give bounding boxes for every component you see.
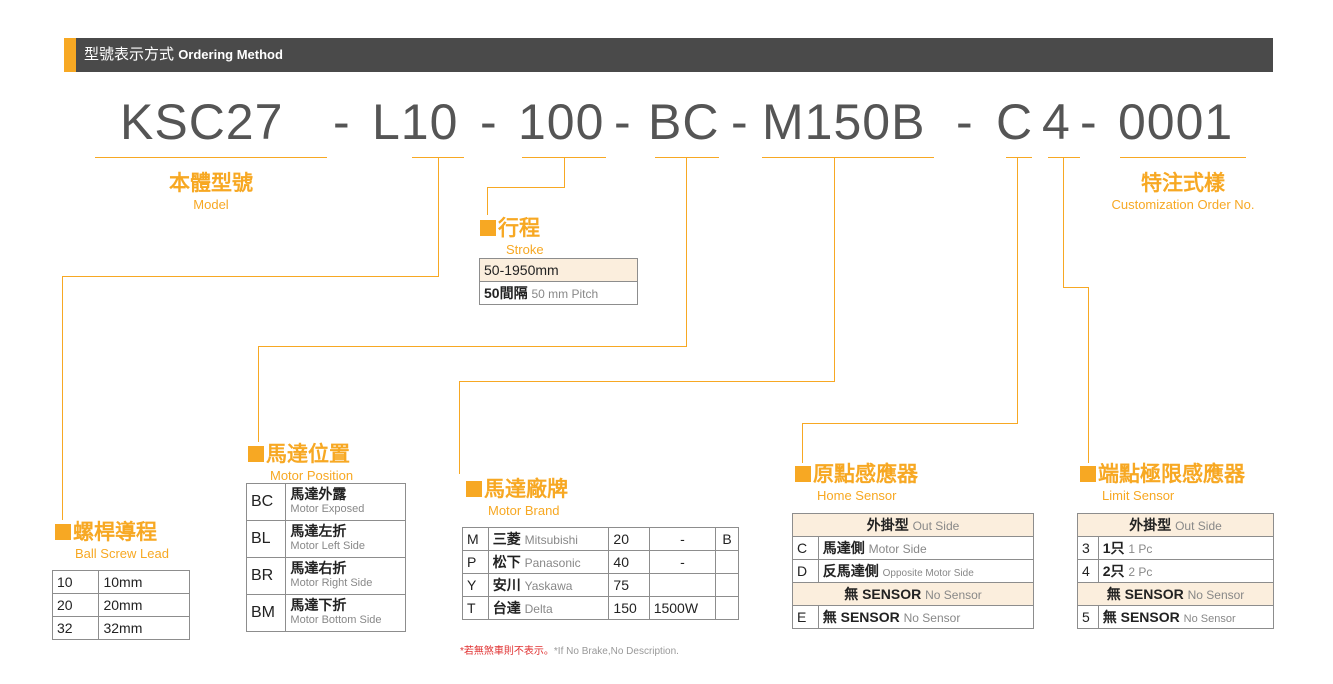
line-lead-v	[438, 157, 439, 277]
brand-label: 馬達廠牌 Motor Brand	[466, 473, 568, 518]
square-marker-icon	[1080, 466, 1096, 482]
brand-note: *若無煞車則不表示。*If No Brake,No Description.	[460, 646, 679, 657]
line-lead-v2	[62, 276, 63, 520]
code-lead: L10	[372, 94, 459, 150]
code-home-sensor: C	[996, 94, 1034, 150]
model-label: 本體型號 Model	[95, 167, 327, 212]
line-brand-v	[834, 157, 835, 382]
underline-model	[95, 157, 327, 158]
line-limit-h	[1063, 287, 1089, 288]
position-title-zh: 馬達位置	[266, 443, 350, 466]
code-custom: 0001	[1118, 94, 1234, 150]
limit-title-zh: 端點極限感應器	[1098, 463, 1245, 486]
square-marker-icon	[480, 220, 496, 236]
line-position-v	[686, 157, 687, 347]
underline-custom	[1120, 157, 1246, 158]
code-limit-sensor: 4	[1042, 94, 1071, 150]
lead-title-zh: 螺桿導程	[73, 521, 157, 544]
line-home-v	[1017, 157, 1018, 424]
limit-label: 端點極限感應器 Limit Sensor	[1080, 458, 1245, 503]
square-marker-icon	[466, 481, 482, 497]
stroke-cell-pitch: 50間隔 50 mm Pitch	[479, 281, 638, 305]
header-title-zh: 型號表示方式	[84, 46, 175, 63]
square-marker-icon	[248, 446, 264, 462]
code-model: KSC27	[120, 94, 284, 150]
header-title: 型號表示方式 Ordering Method	[84, 38, 283, 72]
line-brand-h	[459, 381, 835, 382]
square-marker-icon	[795, 466, 811, 482]
stroke-label: 行程 Stroke	[480, 212, 544, 257]
square-marker-icon	[55, 524, 71, 540]
code-sep-6: -	[1080, 94, 1098, 150]
header-bar	[64, 38, 1273, 72]
line-stroke-h	[487, 187, 565, 188]
custom-title-en: Customization Order No.	[1111, 197, 1255, 212]
position-label: 馬達位置 Motor Position	[248, 438, 353, 483]
header-accent	[64, 38, 76, 72]
lead-label: 螺桿導程 Ball Screw Lead	[55, 516, 169, 561]
line-position-h	[258, 346, 687, 347]
underline-position	[655, 157, 719, 158]
code-sep-5: -	[956, 94, 974, 150]
brand-title-en: Motor Brand	[488, 503, 560, 518]
code-sep-2: -	[480, 94, 498, 150]
stroke-title-en: Stroke	[506, 242, 544, 257]
line-stroke-v	[564, 157, 565, 187]
code-motor: M150B	[762, 94, 926, 150]
lead-title-en: Ball Screw Lead	[75, 546, 169, 561]
line-lead-h	[62, 276, 439, 277]
underline-home	[1006, 157, 1032, 158]
line-home-v2	[802, 423, 803, 463]
underline-limit	[1048, 157, 1080, 158]
model-title-zh: 本體型號	[169, 172, 253, 195]
home-title-en: Home Sensor	[817, 488, 897, 503]
stroke-table: 50-1950mm 50間隔 50 mm Pitch	[479, 258, 638, 305]
home-title-zh: 原點感應器	[813, 463, 918, 486]
stroke-title-zh: 行程	[498, 217, 540, 240]
limit-title-en: Limit Sensor	[1102, 488, 1175, 503]
code-sep-1: -	[333, 94, 351, 150]
header-title-en: Ordering Method	[178, 47, 283, 62]
line-stroke-v2	[487, 187, 488, 215]
line-home-h	[802, 423, 1018, 424]
brand-title-zh: 馬達廠牌	[484, 478, 568, 501]
code-sep-3: -	[614, 94, 632, 150]
position-title-en: Motor Position	[270, 468, 354, 483]
line-position-v2	[258, 346, 259, 442]
line-limit-v	[1063, 157, 1064, 288]
code-sep-4: -	[731, 94, 749, 150]
home-label: 原點感應器 Home Sensor	[795, 458, 918, 503]
line-brand-v2	[459, 381, 460, 474]
code-stroke: 100	[518, 94, 605, 150]
line-limit-v2	[1088, 287, 1089, 463]
code-motor-position: BC	[648, 94, 720, 150]
stroke-cell-range: 50-1950mm	[479, 258, 638, 282]
custom-label: 特注式樣 Customization Order No.	[1092, 167, 1274, 212]
custom-title-zh: 特注式樣	[1141, 172, 1225, 195]
model-title-en: Model	[193, 197, 229, 212]
underline-motor	[762, 157, 934, 158]
